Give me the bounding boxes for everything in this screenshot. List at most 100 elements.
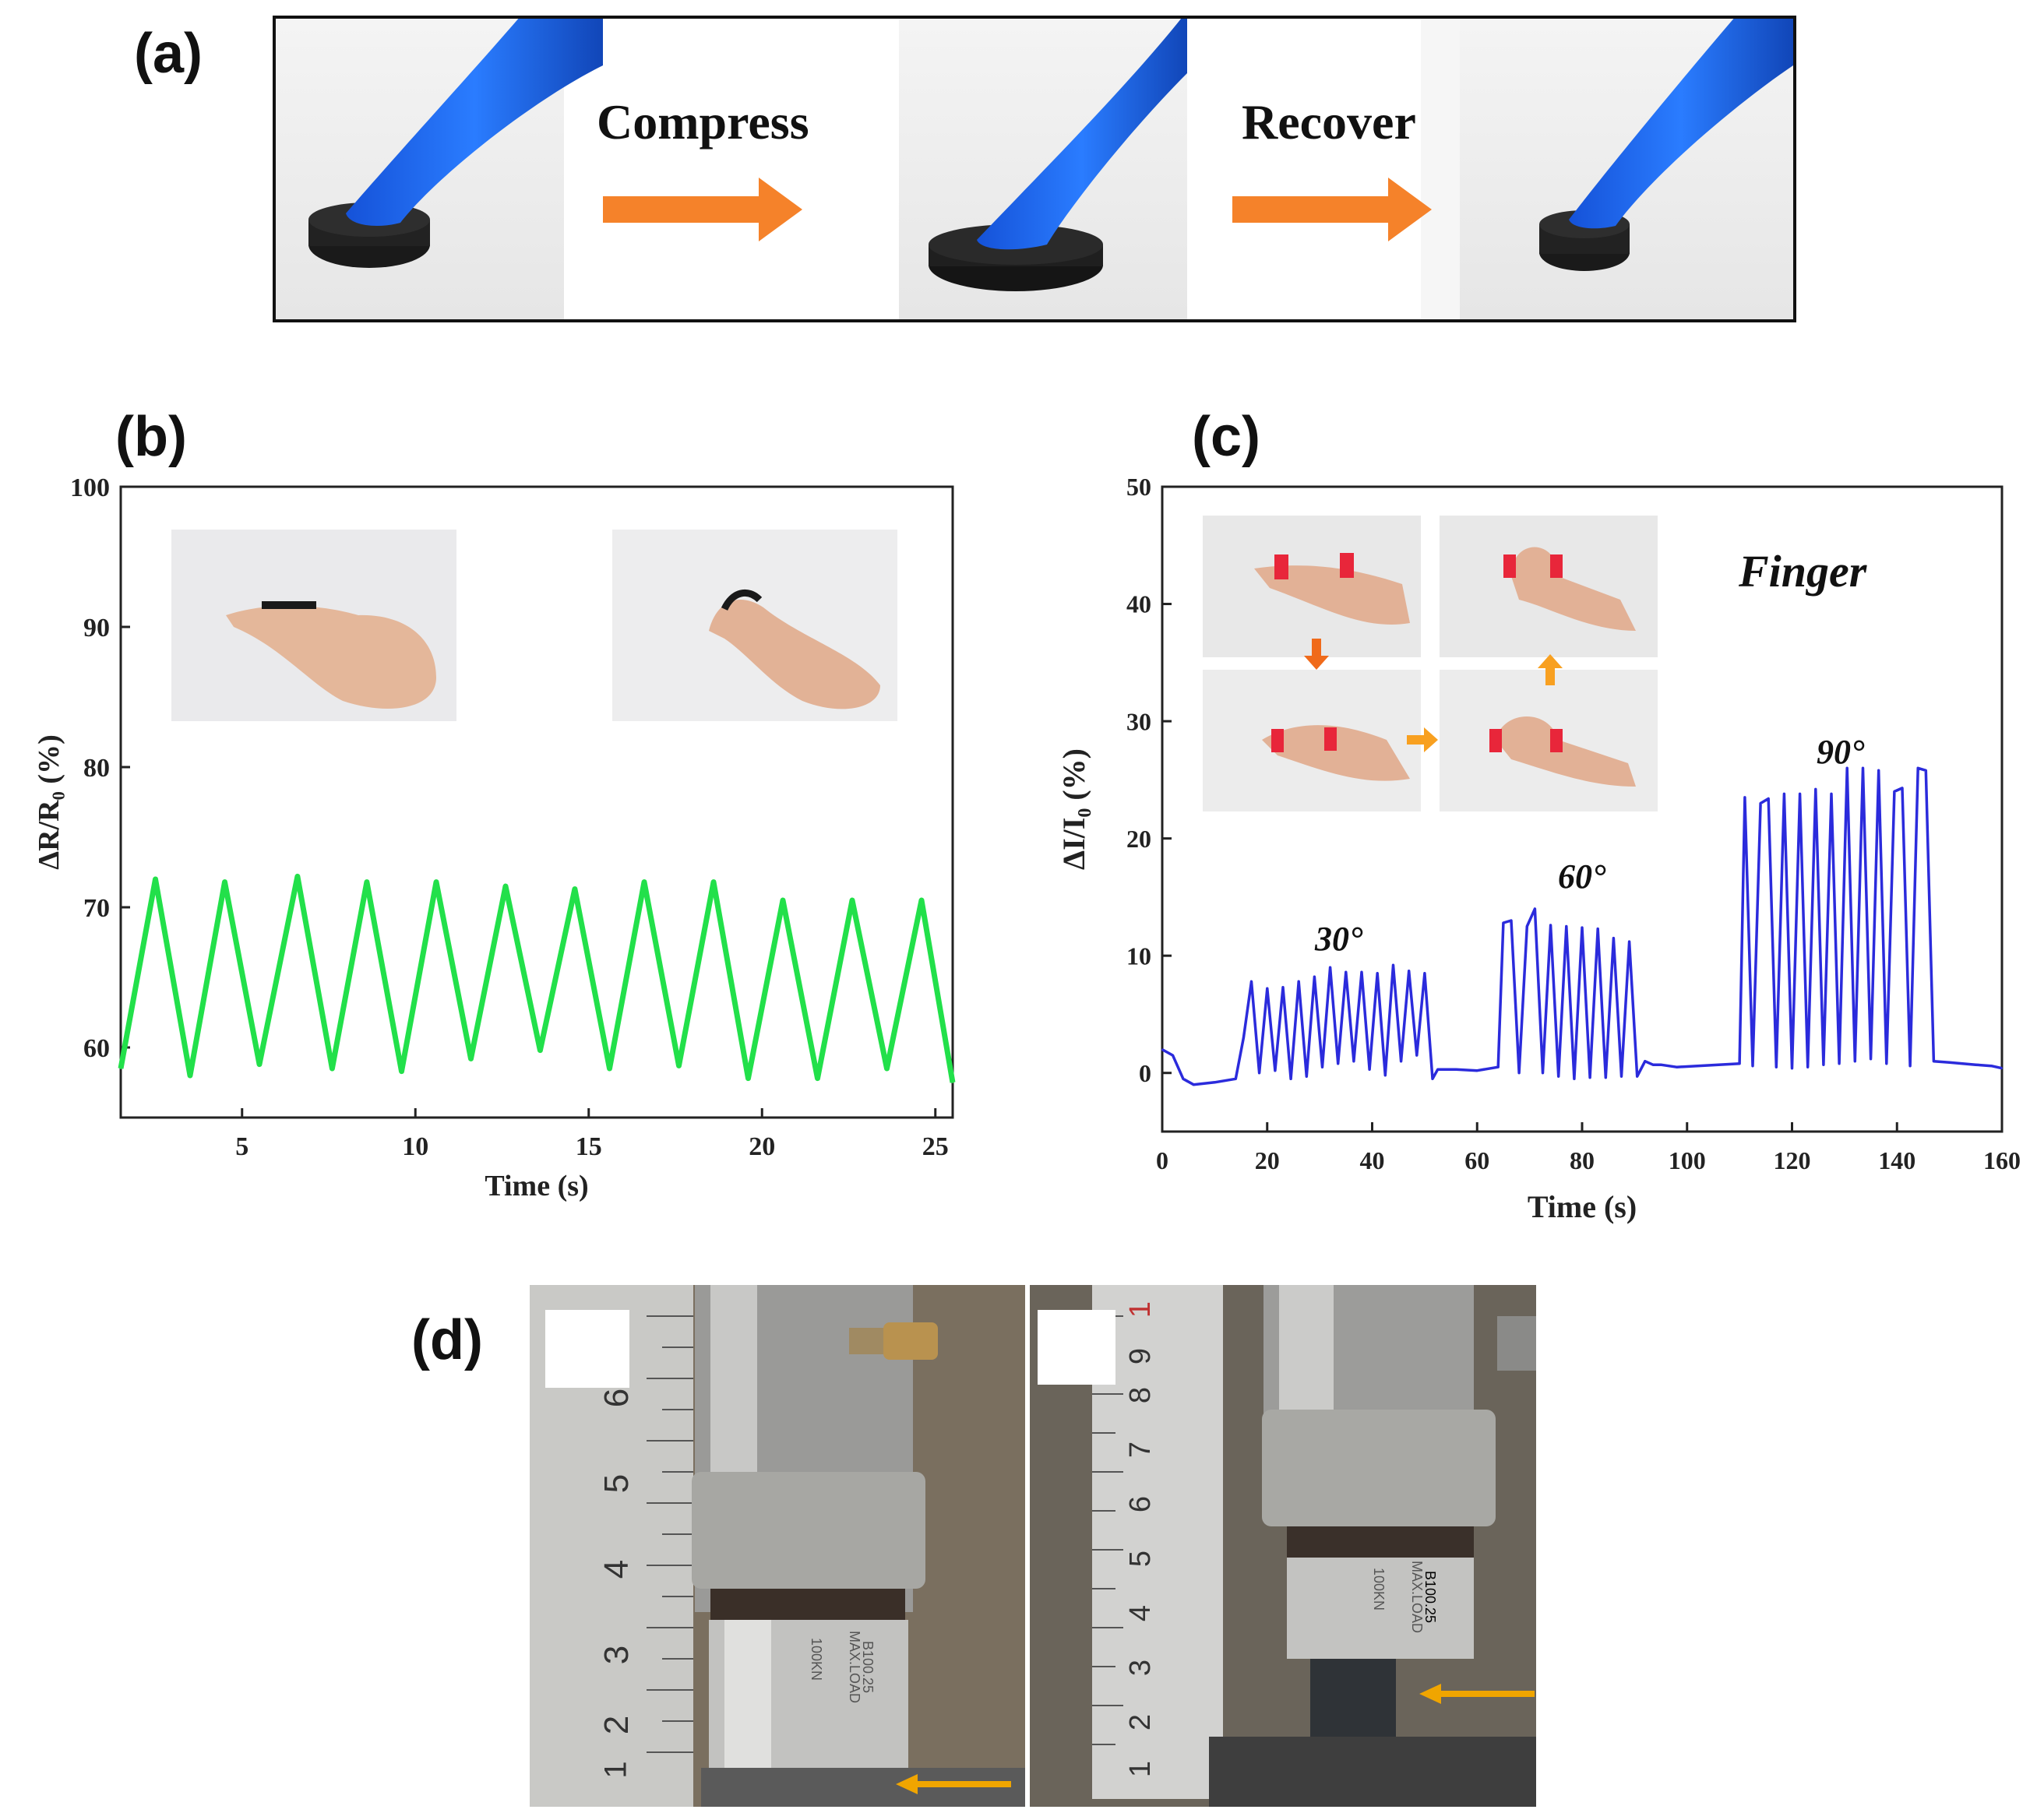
data-point-c-42 [1557, 1075, 1560, 1078]
y-tick-label-c-4: 40 [1126, 590, 1151, 618]
data-point-c-38 [1526, 925, 1528, 928]
data-point-c-31 [1436, 1068, 1439, 1071]
knob-left [883, 1322, 938, 1360]
x-tick-label-c-0: 0 [1156, 1146, 1168, 1174]
data-point-c-19 [1345, 971, 1347, 973]
data-point-c-52 [1636, 1075, 1638, 1078]
data-point-c-18 [1337, 1062, 1339, 1065]
data-point-c-33 [1476, 1069, 1478, 1072]
data-point-c-24 [1384, 1074, 1387, 1076]
data-point-c-55 [1660, 1064, 1662, 1066]
data-point-c-29 [1423, 972, 1426, 974]
x-axis-label-b: Time (s) [485, 1170, 588, 1202]
data-point-b-6 [331, 1068, 333, 1069]
data-point-c-34 [1497, 1066, 1500, 1068]
load-cell-right [1287, 1558, 1474, 1659]
data-point-c-1 [1172, 1054, 1174, 1057]
data-point-c-54 [1651, 1064, 1654, 1066]
data-point-c-61 [1743, 796, 1746, 798]
data-point-b-3 [224, 881, 226, 883]
data-point-c-27 [1408, 970, 1410, 972]
data-point-c-51 [1628, 941, 1630, 943]
y-axis-label-c: ΔI/I₀ (%) [1056, 748, 1091, 870]
data-point-c-45 [1581, 927, 1583, 929]
data-point-b-2 [189, 1075, 191, 1076]
x-tick-label-b-0: 5 [235, 1132, 248, 1161]
y-tick-label-c-2: 20 [1126, 825, 1151, 853]
data-point-c-37 [1518, 1072, 1521, 1074]
data-point-b-14 [608, 1068, 611, 1069]
data-point-b-16 [678, 1065, 680, 1067]
angle-label-30: 30° [1315, 920, 1363, 958]
data-point-c-56 [1668, 1065, 1670, 1067]
yellow-arrow-left-icon [896, 1774, 1011, 1794]
data-point-c-79 [1885, 1062, 1887, 1065]
y-tick-label-c-1: 10 [1126, 942, 1151, 970]
ruler-right-digit-8: 8 [1124, 1386, 1158, 1404]
redaction-box-left [545, 1310, 629, 1388]
data-point-b-22 [886, 1068, 888, 1069]
ruler-right-digit-10: 1 [1124, 1301, 1158, 1318]
data-point-c-3 [1193, 1083, 1195, 1086]
data-point-c-22 [1369, 1068, 1371, 1071]
y-tick-label-b-1: 70 [83, 894, 110, 923]
data-point-c-15 [1313, 976, 1316, 978]
data-point-c-17 [1329, 966, 1331, 969]
data-point-c-82 [1909, 1065, 1912, 1067]
data-point-c-47 [1597, 928, 1599, 930]
data-point-c-5 [1235, 1078, 1237, 1080]
glove-finger-photo-3 [1539, 11, 1793, 271]
y-tick-label-c-3: 30 [1126, 707, 1151, 735]
panel-a-photo-strip [276, 11, 1793, 319]
data-point-c-87 [1975, 1064, 1977, 1066]
data-point-b-17 [712, 881, 714, 883]
data-point-c-89 [2001, 1067, 2003, 1069]
ruler-right-digit-2: 2 [1124, 1713, 1158, 1731]
load-cell-text-right-3: B100.25 [1422, 1570, 1439, 1624]
data-point-c-76 [1862, 767, 1864, 769]
data-point-c-35 [1502, 922, 1504, 924]
data-point-c-0 [1161, 1048, 1163, 1051]
data-point-c-81 [1901, 787, 1903, 789]
data-point-b-10 [470, 1058, 472, 1060]
data-point-b-9 [435, 881, 437, 883]
data-point-c-44 [1573, 1078, 1575, 1080]
angle-label-90: 90° [1817, 733, 1865, 771]
data-point-c-25 [1392, 964, 1394, 966]
data-point-c-66 [1783, 793, 1785, 795]
data-point-c-71 [1822, 1064, 1824, 1066]
data-point-b-24 [952, 1082, 953, 1083]
y-tick-label-b-2: 80 [83, 754, 110, 783]
ruler-left-digit-1: 1 [598, 1761, 633, 1779]
angle-label-60: 60° [1558, 857, 1606, 896]
yellow-arrow-right-icon [1419, 1684, 1535, 1704]
data-point-c-12 [1290, 1078, 1292, 1080]
panel-b-label: (b) [115, 406, 187, 468]
data-point-c-23 [1376, 972, 1379, 974]
ruler-left-digit-3: 3 [597, 1645, 636, 1665]
data-point-b-1 [154, 878, 157, 880]
y-tick-label-b-3: 90 [83, 614, 110, 642]
data-point-c-80 [1893, 790, 1895, 793]
data-point-c-65 [1775, 1066, 1778, 1068]
data-point-c-60 [1739, 1062, 1741, 1065]
data-point-c-59 [1718, 1064, 1720, 1066]
data-point-c-73 [1838, 1062, 1841, 1065]
finger-annotation: Finger [1739, 546, 1867, 597]
ruler-left-digit-6: 6 [597, 1388, 636, 1408]
ruler-left-digit-4: 4 [597, 1559, 636, 1579]
data-point-c-75 [1854, 1060, 1856, 1062]
data-point-c-41 [1549, 924, 1552, 927]
data-point-c-26 [1400, 1060, 1402, 1062]
ruler-right-digit-3: 3 [1124, 1659, 1158, 1677]
data-point-c-6 [1242, 1037, 1245, 1039]
compress-arrow-icon [603, 178, 802, 241]
x-tick-label-c-2: 40 [1360, 1146, 1385, 1174]
data-point-c-49 [1612, 937, 1615, 939]
data-point-c-83 [1917, 767, 1919, 769]
y-tick-label-b-4: 100 [70, 473, 110, 502]
data-point-c-8 [1258, 1072, 1260, 1074]
data-point-c-64 [1767, 797, 1770, 800]
data-point-c-9 [1266, 987, 1268, 990]
